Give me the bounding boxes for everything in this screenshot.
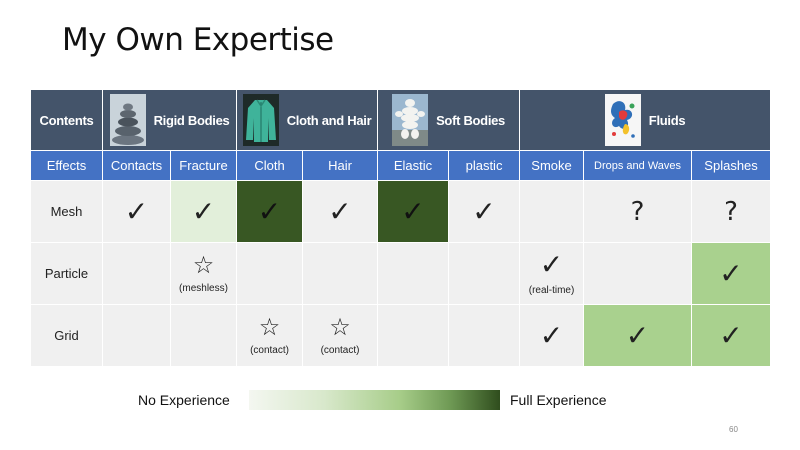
effect-fracture: Fracture (169, 150, 238, 181)
table-cell: ✓ (691, 304, 772, 367)
checkmark-icon: ✓ (539, 248, 564, 281)
effect-drops-and-waves: Drops and Waves (583, 150, 693, 181)
paint-splash-icon (604, 94, 641, 146)
category-label: Rigid Bodies (153, 112, 230, 128)
effect-plastic: plastic (448, 150, 521, 181)
legend-gradient-bar (249, 390, 500, 410)
star-icon: ☆ (329, 313, 351, 341)
table-cell (102, 304, 171, 367)
category-header-row: Contents Rigid Bodies (30, 89, 772, 151)
cell-note: (real-time) (528, 285, 575, 296)
checkmark-icon: ✓ (719, 256, 743, 290)
category-rigid-bodies: Rigid Bodies (101, 89, 238, 151)
table-cell (448, 304, 521, 367)
checkmark-icon: ✓ (191, 194, 216, 228)
legend-high-label: Full Experience (510, 392, 607, 408)
table-cell: ✓ (519, 304, 585, 367)
category-label: Cloth and Hair (286, 112, 372, 128)
table-cell (236, 242, 304, 305)
table-cell: ✓ (169, 180, 238, 243)
category-fluids: Fluids (519, 89, 772, 151)
question-mark-icon: ? (630, 196, 645, 227)
table-cell: ☆ (contact) (236, 304, 304, 367)
inflatable-mascot-icon (392, 94, 429, 146)
table-cell: ? (583, 180, 693, 243)
table-cell (377, 242, 450, 305)
category-label: Fluids (648, 112, 686, 128)
checkmark-icon: ✓ (328, 194, 352, 228)
effects-row: Effects Contacts Fracture Cloth Hair Ela… (30, 150, 772, 181)
table-cell: ☆ (meshless) (169, 242, 238, 305)
cell-note: (contact) (320, 345, 360, 356)
question-mark-icon: ? (724, 196, 738, 227)
slide-title: My Own Expertise (62, 22, 334, 58)
table-cell (302, 242, 379, 305)
table-cell: ✓ (448, 180, 521, 243)
row-label-particle: Particle (30, 242, 103, 305)
table-cell (102, 242, 171, 305)
expertise-table: Contents Rigid Bodies (30, 89, 772, 367)
table-cell: ✓ (583, 304, 693, 367)
effect-cloth: Cloth (236, 150, 304, 181)
stacked-stones-icon (109, 94, 146, 146)
effect-elastic: Elastic (377, 150, 450, 181)
star-icon: ☆ (258, 313, 281, 341)
effect-smoke: Smoke (519, 150, 585, 181)
table-cell (583, 242, 693, 305)
effect-contacts: Contacts (102, 150, 171, 181)
checkmark-icon: ✓ (719, 318, 743, 352)
table-cell: ✓ (302, 180, 379, 243)
category-soft-bodies: Soft Bodies (377, 89, 521, 151)
row-label-grid: Grid (30, 304, 103, 367)
effect-splashes: Splashes (691, 150, 772, 181)
table-cell: ✓ (real-time) (519, 242, 585, 305)
legend-low-label: No Experience (138, 392, 230, 408)
checkmark-icon: ✓ (401, 194, 425, 228)
table-cell: ✓ (691, 242, 772, 305)
table-cell (377, 304, 450, 367)
effects-label: Effects (30, 150, 103, 181)
checkmark-icon: ✓ (625, 318, 650, 352)
table-cell (448, 242, 521, 305)
table-row: Grid ☆ (contact) ☆ (contact) ✓ ✓ ✓ (30, 304, 772, 367)
table-cell (169, 304, 238, 367)
table-cell: ? (691, 180, 772, 243)
checkmark-icon: ✓ (539, 318, 564, 352)
table-row: Mesh ✓ ✓ ✓ ✓ ✓ ✓ ? ? (30, 180, 772, 243)
table-cell (519, 180, 585, 243)
checkmark-icon: ✓ (257, 194, 282, 228)
cell-note: (contact) (250, 345, 289, 356)
table-row: Particle ☆ (meshless) ✓ (real-time) ✓ (30, 242, 772, 305)
table-cell: ✓ (236, 180, 304, 243)
table-cell: ✓ (377, 180, 450, 243)
category-label: Soft Bodies (436, 112, 505, 128)
effect-hair: Hair (302, 150, 379, 181)
contents-header: Contents (30, 89, 103, 151)
page-number: 60 (729, 425, 738, 434)
star-icon: ☆ (192, 251, 215, 279)
table-cell: ✓ (102, 180, 171, 243)
table-cell: ☆ (contact) (302, 304, 379, 367)
checkmark-icon: ✓ (472, 194, 496, 228)
checkmark-icon: ✓ (124, 194, 149, 228)
jacket-icon (242, 94, 279, 146)
row-label-mesh: Mesh (30, 180, 103, 243)
cell-note: (meshless) (179, 283, 228, 294)
category-cloth-and-hair: Cloth and Hair (236, 89, 379, 151)
